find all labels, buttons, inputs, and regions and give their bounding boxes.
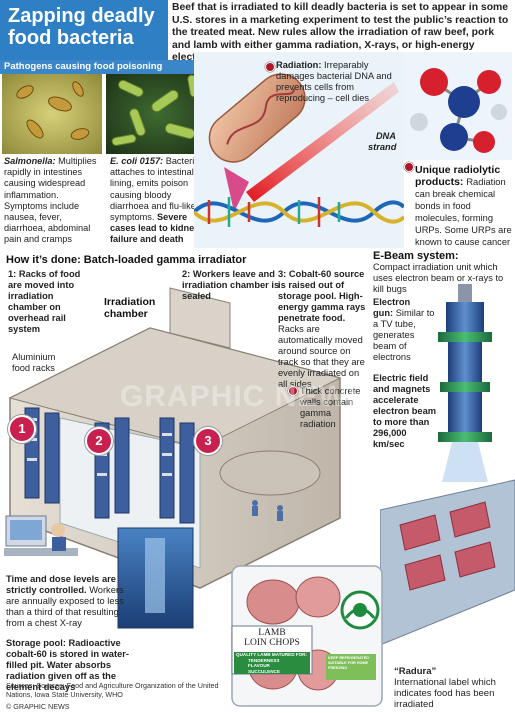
salmonella-desc: Multiplies rapidly in intestines causing… bbox=[4, 156, 97, 245]
radura-title: “Radura” bbox=[394, 666, 437, 677]
page-title: Zapping deadly food bacteria bbox=[0, 0, 168, 60]
cobalt-source bbox=[145, 538, 165, 613]
footer-copyright: © GRAPHIC NEWS bbox=[6, 702, 70, 711]
salmonella-micrograph bbox=[2, 74, 102, 154]
racks-label: Aluminium food racks bbox=[12, 352, 56, 373]
watermark: GRAPHIC NEWS bbox=[120, 380, 369, 413]
step1-text: 1: Racks of food are moved into irradiat… bbox=[8, 269, 94, 335]
ecoli-name: E. coli 0157: bbox=[110, 156, 164, 166]
ebeam-intro: Compact irradiation unit which uses elec… bbox=[373, 262, 504, 294]
step3-desc: Racks are automatically moved around sou… bbox=[278, 324, 365, 389]
building-roof bbox=[8, 327, 342, 449]
chamber-label: Irradiation chamber bbox=[104, 296, 155, 320]
chamber-label-1: Irradiation bbox=[104, 296, 156, 308]
radiation-desc: Irreparably damages bacterial DNA and pr… bbox=[276, 60, 392, 103]
pathogens-heading: Pathogens causing food poisoning include… bbox=[0, 60, 194, 86]
radiolytic-title-2: products: bbox=[415, 176, 464, 188]
step1-num: 1: bbox=[8, 269, 17, 279]
step-badge-1: 1 bbox=[8, 415, 36, 443]
bacterium-shape bbox=[208, 73, 306, 163]
dna-helix bbox=[194, 200, 404, 224]
control-title: Time and dose levels are strictly contro… bbox=[6, 574, 116, 595]
package-brand-1: LAMB bbox=[258, 628, 286, 638]
step1-desc: Racks of food are moved into irradiation… bbox=[8, 269, 81, 334]
radiolytic-marker bbox=[404, 162, 414, 172]
package-brand: LAMB LOIN CHOPS bbox=[234, 628, 310, 648]
step-badge-3: 3 bbox=[194, 427, 222, 455]
radiolytic-block: Unique radiolytic products: Radiation ca… bbox=[405, 164, 513, 248]
package-keep: KEEP REFRIGERATED bbox=[328, 656, 369, 660]
step2-desc: Workers leave and irradiation chamber is… bbox=[182, 269, 280, 301]
step3-text: 3: Cobalt-60 source is raised out of sto… bbox=[278, 269, 370, 390]
package-freeze: SUITABLE FOR HOME FREEZING bbox=[328, 660, 369, 670]
gun-title-2: gun: bbox=[373, 308, 394, 318]
package-badge-top: QUALITY LAMB MATURED FOR: bbox=[236, 652, 308, 657]
radiolytic-title-1: Unique radiolytic bbox=[415, 164, 501, 176]
conveyor-surface bbox=[380, 479, 515, 646]
package-badge: QUALITY LAMB MATURED FOR: TENDERNESS FLA… bbox=[236, 652, 310, 674]
electric-field-text: Electric field and magnets accelerate el… bbox=[373, 373, 437, 449]
ecoli-severe: Severe cases lead to kidney failure and … bbox=[110, 212, 200, 245]
gun-desc: Similar to a TV tube, generates beam of … bbox=[373, 308, 435, 362]
dna-label-1: DNA bbox=[375, 131, 396, 141]
ebeam-machine bbox=[438, 284, 492, 482]
radura-text: “Radura” International label which indic… bbox=[394, 666, 512, 710]
wall-label: Thick concrete walls contain gamma radia… bbox=[300, 386, 361, 429]
molecule-illustration bbox=[404, 52, 512, 160]
title-line-1: Zapping deadly bbox=[8, 5, 155, 27]
step2-text: 2: Workers leave and irradiation chamber… bbox=[182, 269, 284, 302]
roof-housing bbox=[169, 287, 231, 349]
ecoli-text: E. coli 0157: Bacteria attaches to intes… bbox=[110, 156, 212, 246]
ecoli-desc: Bacteria attaches to intestinal lining, … bbox=[110, 156, 200, 223]
radura-desc: International label which indicates food… bbox=[394, 677, 496, 710]
radiolytic-title: Unique radiolytic products: Radiation ca… bbox=[405, 164, 513, 248]
ebeam-heading: E-Beam system: bbox=[373, 250, 459, 262]
electron-gun-text: Electron gun: Similar to a TV tube, gene… bbox=[373, 297, 439, 363]
control-text: Time and dose levels are strictly contro… bbox=[6, 574, 124, 629]
wall-marker bbox=[288, 386, 298, 396]
dna-rungs bbox=[207, 197, 341, 227]
conveyor-belt bbox=[380, 479, 515, 646]
irradiator-heading: How it’s done: Batch-loaded gamma irradi… bbox=[6, 254, 247, 266]
lamb-package bbox=[231, 565, 383, 707]
radiolytic-text: Radiation can break chemical bonds in fo… bbox=[415, 177, 512, 247]
package-storage: KEEP REFRIGERATED SUITABLE FOR HOME FREE… bbox=[328, 656, 376, 670]
pool-text: Storage pool: Radioactive cobalt-60 is s… bbox=[6, 638, 129, 692]
radiation-text: Radiation: Irreparably damages bacterial… bbox=[276, 60, 394, 104]
package-badge-line3: SUCCULENCE bbox=[248, 668, 280, 674]
radiation-beam bbox=[246, 82, 399, 202]
control-room-floor bbox=[219, 450, 321, 496]
control-workstation bbox=[4, 515, 78, 556]
step3-num: 3: bbox=[278, 269, 287, 279]
dna-label-2: strand bbox=[368, 142, 397, 152]
dna-illustration bbox=[194, 52, 404, 248]
step2-num: 2: bbox=[182, 269, 191, 279]
micrographs bbox=[2, 74, 210, 154]
radiation-title: Radiation: bbox=[276, 60, 322, 70]
package-brand-2: LOIN CHOPS bbox=[244, 638, 300, 648]
beam-arrow bbox=[224, 167, 249, 212]
gun-title-1: Electron bbox=[373, 297, 411, 307]
meat-trays bbox=[399, 501, 496, 591]
step-badge-2: 2 bbox=[85, 427, 113, 455]
radiation-marker bbox=[265, 62, 275, 72]
salmonella-text: Salmonella: Multiplies rapidly in intest… bbox=[4, 156, 104, 246]
dna-strand-label: DNA strand bbox=[368, 131, 396, 153]
salmonella-name: Salmonella: bbox=[4, 156, 56, 166]
control-desc: Workers are annually exposed to less tha… bbox=[6, 585, 124, 628]
package-badge-line2: FLAVOUR bbox=[248, 663, 270, 669]
package-badge-line1: TENDERNESS bbox=[248, 657, 280, 663]
chamber-label-2: chamber bbox=[104, 308, 148, 320]
workers bbox=[252, 500, 283, 521]
step3-bold: Cobalt-60 source is raised out of storag… bbox=[278, 269, 366, 323]
title-line-2: food bacteria bbox=[8, 27, 134, 49]
footer-sources: Sources: Sources: Food and Agriculture O… bbox=[6, 681, 219, 699]
